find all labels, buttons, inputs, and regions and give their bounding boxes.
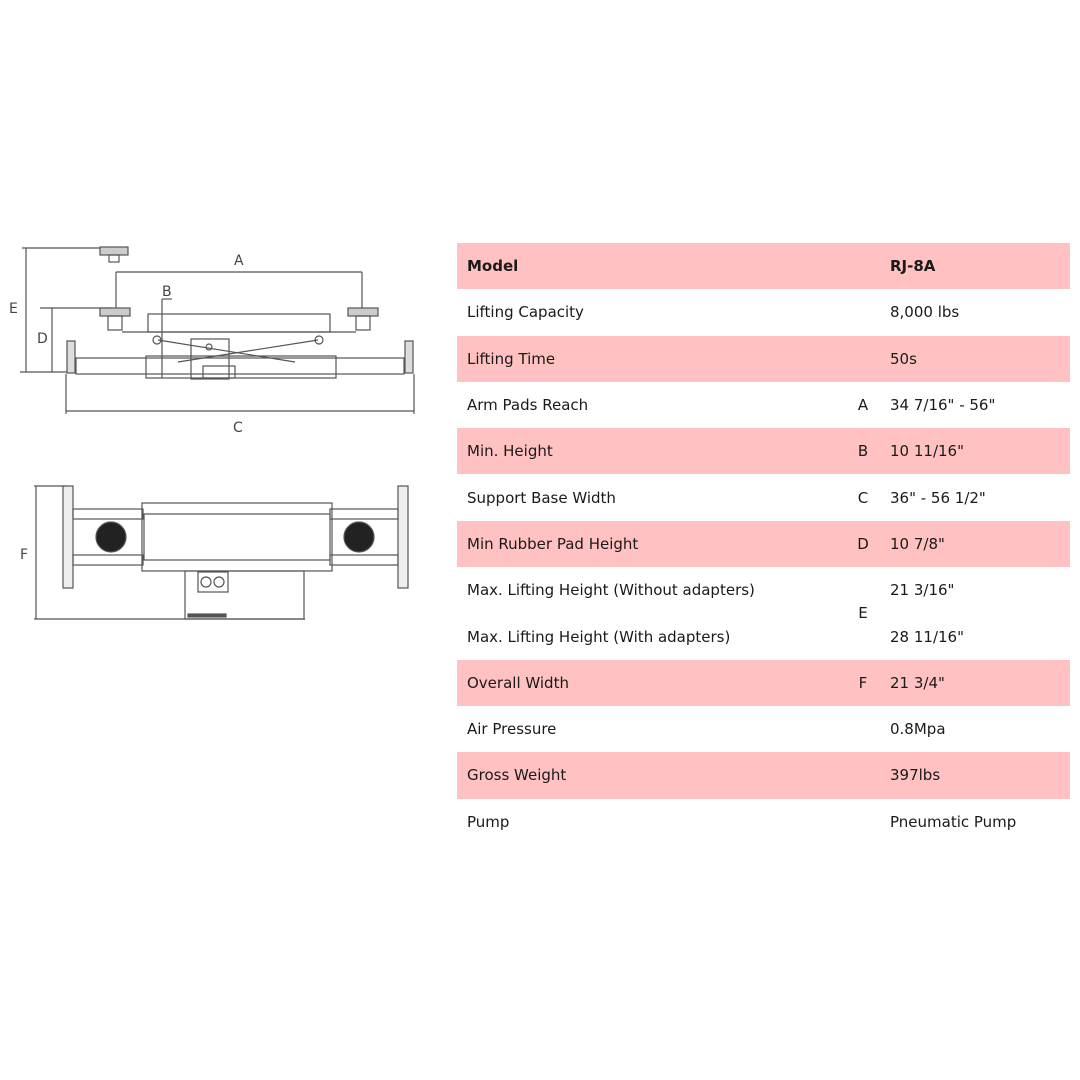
row-value: 21 3/16" [890, 581, 955, 600]
row-value: 21 3/4" [890, 673, 945, 692]
table-row: Min. Height B 10 11/16" [457, 428, 1070, 475]
model-value: RJ-8A [890, 257, 936, 276]
label-e: E [9, 301, 18, 317]
dimension-drawing: A B C D E F [9, 246, 415, 620]
table-row: Pump Pneumatic Pump [457, 799, 1070, 845]
row-label: Arm Pads Reach [467, 396, 589, 415]
table-row: Lifting Time 50s [457, 335, 1070, 382]
row-value: 397lbs [890, 766, 941, 785]
row-label: Max. Lifting Height (Without adapters) [467, 581, 755, 600]
row-label: Max. Lifting Height (With adapters) [467, 627, 731, 646]
table-row: Arm Pads Reach A 34 7/16" - 56" [457, 382, 1070, 428]
table-row: Gross Weight 397lbs [457, 752, 1070, 799]
row-value: 0.8Mpa [890, 720, 946, 739]
label-f: F [20, 547, 28, 563]
row-value: Pneumatic Pump [890, 812, 1017, 831]
row-label: Lifting Time [467, 349, 556, 368]
row-label: Min. Height [467, 442, 553, 461]
row-ref: C [857, 488, 869, 507]
row-ref: B [857, 442, 869, 461]
row-label: Lifting Capacity [467, 303, 584, 322]
label-b: B [162, 284, 172, 300]
row-value: 8,000 lbs [890, 303, 960, 322]
row-label: Min Rubber Pad Height [467, 534, 639, 553]
table-row: Min Rubber Pad Height D 10 7/8" [457, 520, 1070, 568]
table-row: Overall Width F 21 3/4" [457, 659, 1070, 706]
label-c: C [233, 420, 243, 436]
table-row-max-lifting-height: Max. Lifting Height (Without adapters) 2… [457, 567, 1070, 660]
rolling-jack-diagram: A B C D E F [0, 235, 430, 635]
row-value: 10 11/16" [890, 442, 964, 461]
row-value: 36" - 56 1/2" [890, 488, 986, 507]
row-value: 50s [890, 349, 917, 368]
table-row: Air Pressure 0.8Mpa [457, 706, 1070, 752]
row-label: Support Base Width [467, 488, 616, 507]
table-row: Lifting Capacity 8,000 lbs [457, 289, 1070, 335]
row-ref: F [858, 673, 868, 692]
spec-table: Model RJ-8A Lifting Capacity 8,000 lbs L… [457, 243, 1070, 845]
model-label: Model [467, 257, 519, 276]
row-ref: D [857, 534, 869, 553]
row-label: Air Pressure [467, 720, 557, 739]
row-value: 10 7/8" [890, 534, 945, 553]
table-row: Support Base Width C 36" - 56 1/2" [457, 474, 1070, 520]
row-label: Overall Width [467, 673, 569, 692]
row-ref: E [858, 604, 868, 623]
row-label: Gross Weight [467, 766, 567, 785]
row-ref: A [857, 396, 869, 415]
label-d: D [37, 331, 48, 347]
label-a: A [234, 253, 244, 269]
row-label: Pump [467, 812, 510, 831]
row-value: 34 7/16" - 56" [890, 396, 996, 415]
table-header-row: Model RJ-8A [457, 243, 1070, 290]
row-value: 28 11/16" [890, 627, 964, 646]
